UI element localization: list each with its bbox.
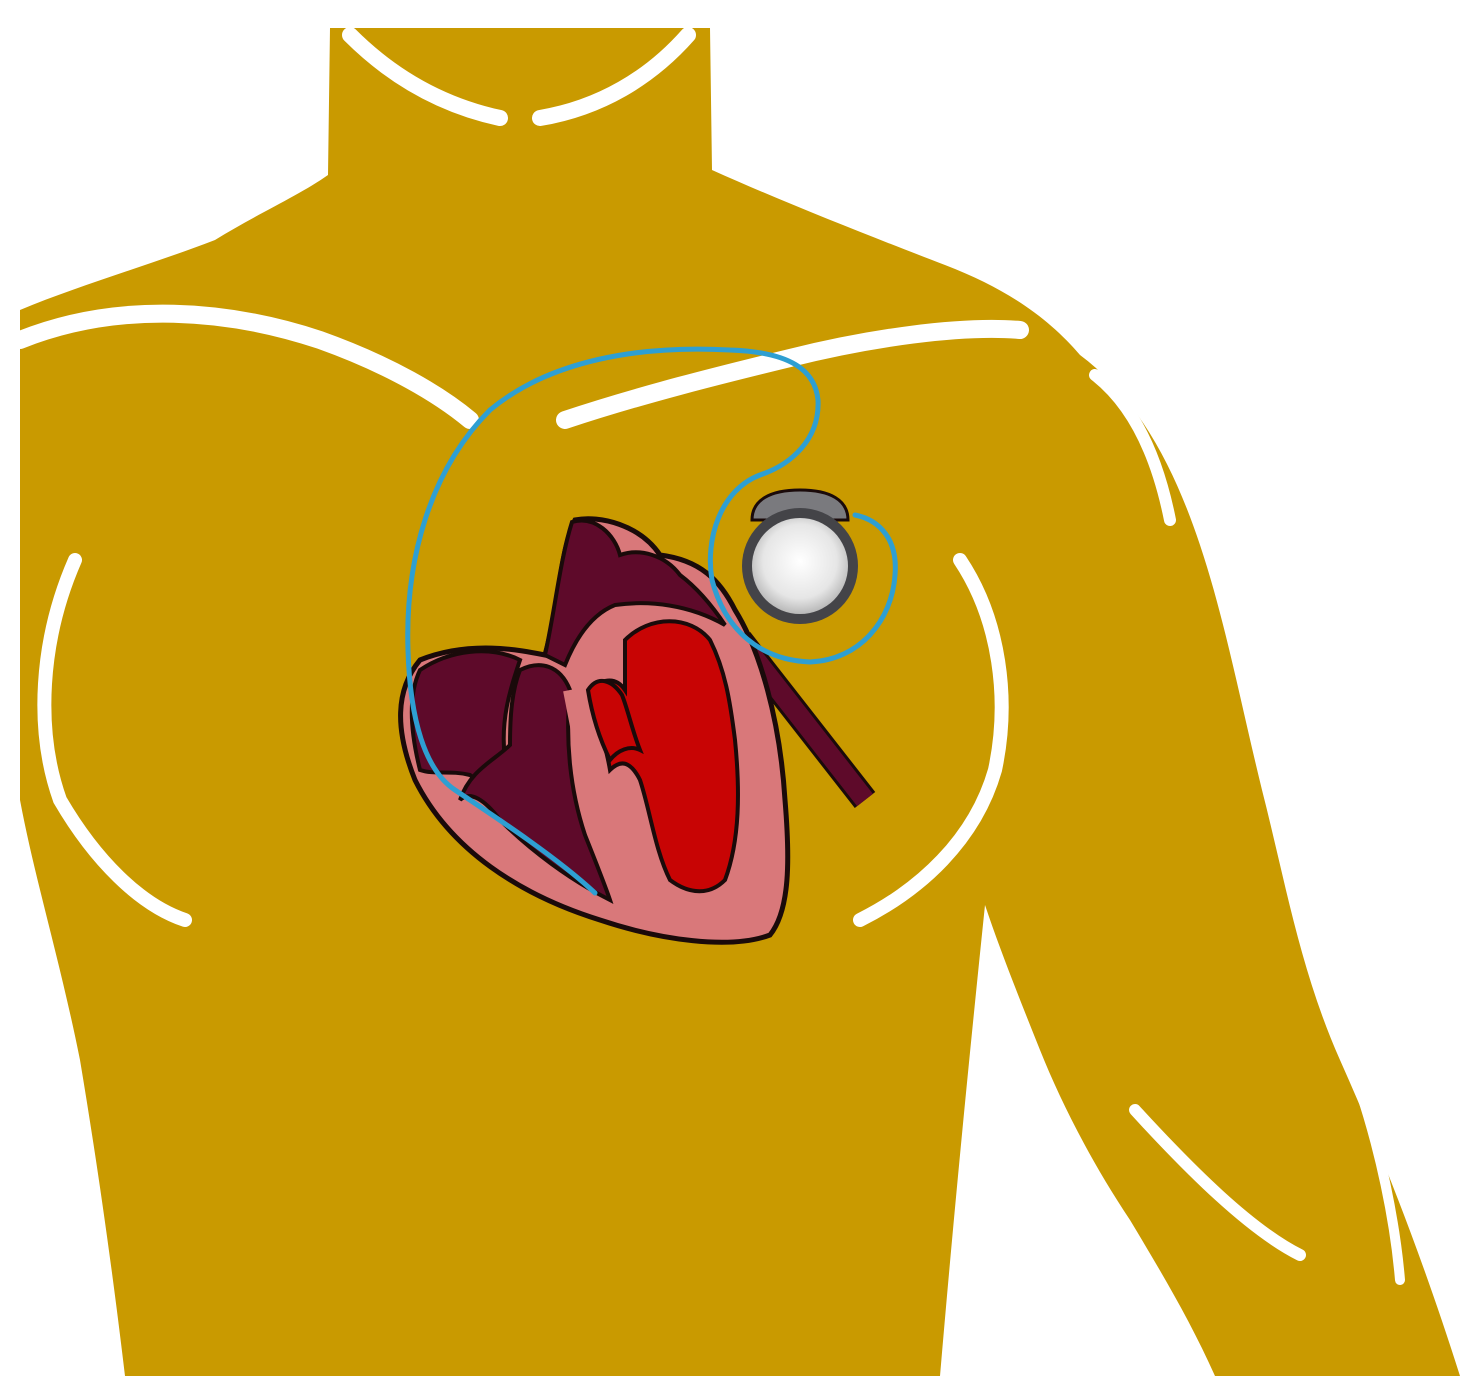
pulse-generator (742, 490, 858, 624)
pulse-generator-face (752, 518, 848, 614)
